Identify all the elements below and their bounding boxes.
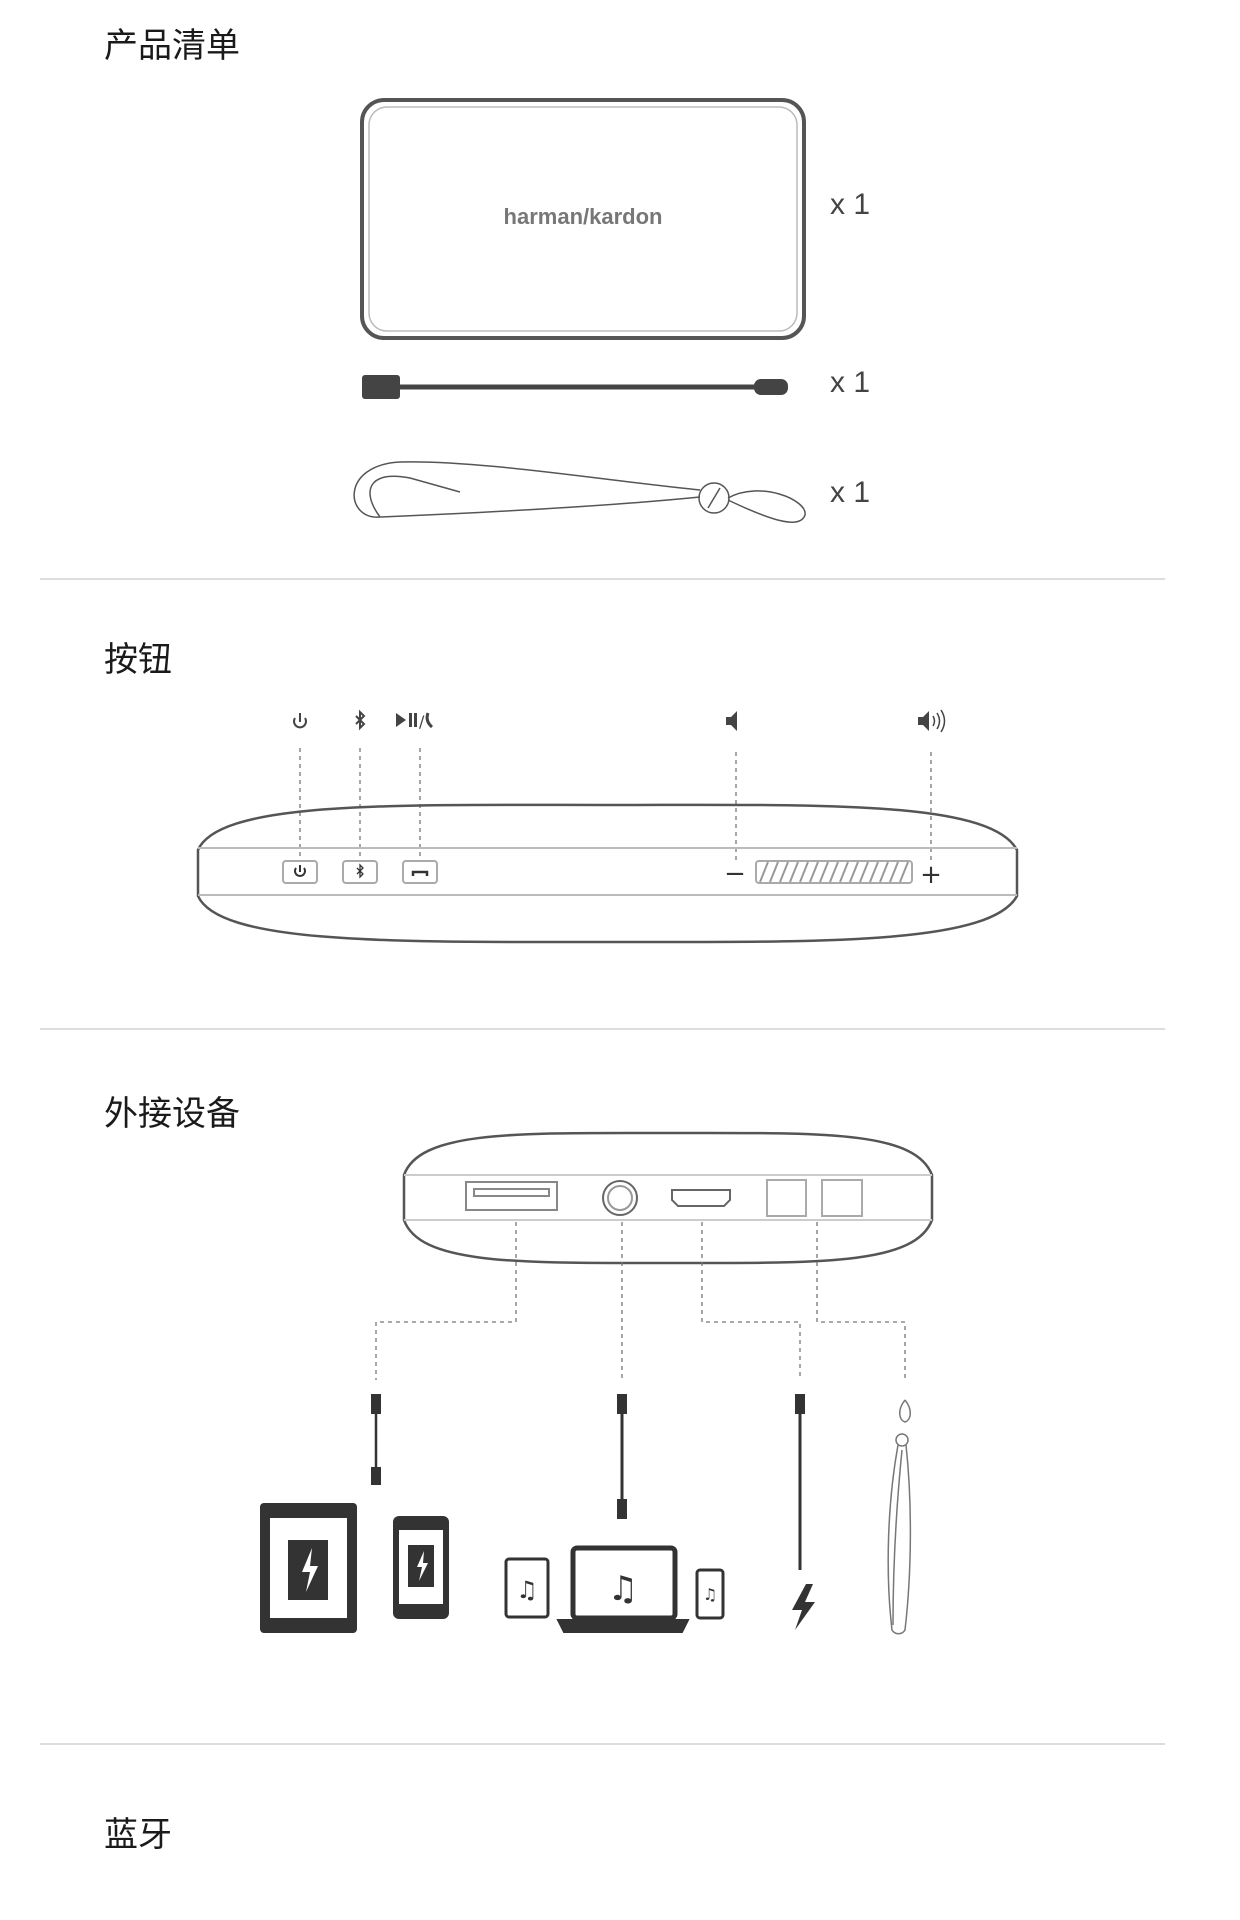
music-devices-icon: ♫ ♫ ♫: [504, 1545, 725, 1633]
port-cover: [766, 1179, 807, 1217]
svg-text:/: /: [419, 712, 425, 731]
tablet-charging-icon: [260, 1503, 357, 1633]
callout-lines: [299, 748, 932, 862]
divider: [40, 1028, 1165, 1030]
bluetooth-button[interactable]: [342, 860, 378, 884]
svg-text:♫: ♫: [608, 1569, 638, 1609]
cable-qty: x 1: [830, 366, 871, 399]
speaker-qty: x 1: [830, 188, 871, 221]
power-icon: [293, 713, 307, 729]
usb-cable-illustration: [362, 375, 788, 399]
ports-view: [402, 1131, 934, 1265]
speaker-side-view: − +: [196, 803, 1019, 944]
section-title-contents: 产品清单: [104, 26, 240, 66]
button-top-icons: /: [293, 709, 946, 733]
power-button[interactable]: [282, 860, 318, 884]
divider: [40, 1743, 1165, 1745]
play-pause-call-icon: /: [396, 712, 434, 731]
aux-port: [602, 1180, 638, 1216]
strap-illustration: [353, 461, 806, 523]
volume-slider[interactable]: [755, 860, 913, 884]
svg-text:♫: ♫: [703, 1585, 717, 1604]
micro-usb-port: [671, 1189, 731, 1207]
phone-charging-icon: [393, 1516, 449, 1619]
divider: [40, 578, 1165, 580]
power-icon: [792, 1584, 815, 1630]
strap-mount: [821, 1179, 863, 1217]
bluetooth-icon: [355, 709, 366, 731]
section-title-bluetooth: 蓝牙: [104, 1815, 172, 1855]
cables: [371, 1394, 805, 1570]
brand-logo: harman/kardon: [504, 204, 663, 229]
volume-plus-label: +: [920, 860, 942, 890]
volume-down-icon: [726, 711, 737, 731]
section-title-connections: 外接设备: [104, 1094, 240, 1134]
play-call-button[interactable]: [402, 860, 438, 884]
section-title-buttons: 按钮: [104, 640, 172, 680]
svg-text:♫: ♫: [516, 1576, 538, 1604]
usb-port: [465, 1181, 558, 1211]
strap-icon: [887, 1399, 912, 1635]
volume-up-icon: [918, 709, 946, 733]
speaker-illustration: harman/kardon: [360, 98, 806, 340]
strap-qty: x 1: [830, 476, 871, 509]
volume-minus-label: −: [724, 859, 746, 889]
